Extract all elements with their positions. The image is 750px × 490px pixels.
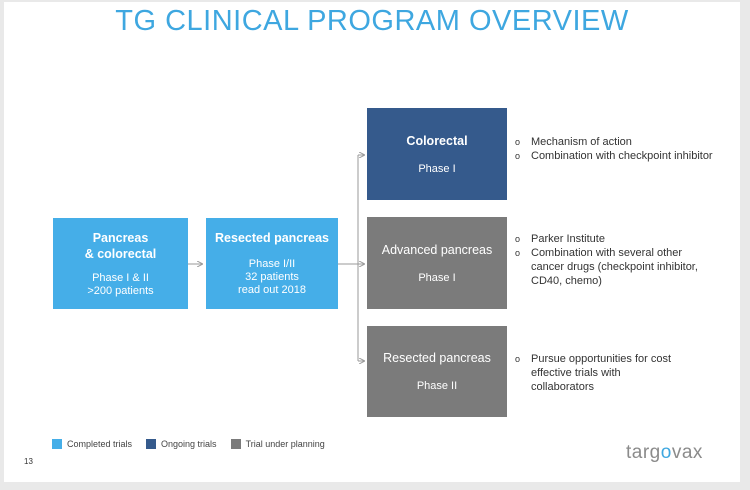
box-resected-pancreas-phase1-2: Resected pancreas Phase I/II 32 patients…	[206, 218, 338, 309]
bullet-marker: o	[515, 354, 521, 364]
legend-item-planning: Trial under planning	[230, 439, 325, 449]
box-pancreas-head: Pancreas & colorectal	[84, 230, 157, 261]
logo-text-accent: o	[660, 442, 672, 463]
targovax-logo: targovax	[626, 442, 703, 464]
box-colorectal-head: Colorectal	[406, 133, 468, 148]
bullet-item: o Combination with checkpoint inhibitor	[515, 149, 715, 163]
box-resected2-sub: Phase II	[416, 380, 458, 392]
bullet-item: o Mechanism of action	[515, 135, 715, 149]
box-pancreas-colorectal: Pancreas & colorectal Phase I & II >200 …	[53, 218, 188, 309]
connector-lines	[187, 2, 740, 482]
legend-item-ongoing: Ongoing trials	[146, 439, 217, 449]
box-resected1-head: Resected pancreas	[215, 231, 329, 245]
box-advanced-head: Advanced pancreas	[381, 242, 493, 257]
bullet-text: Parker Institute	[531, 233, 605, 245]
bullet-text: Combination with several other cancer dr…	[531, 247, 698, 287]
box-resected1-sub: Phase I/II 32 patients read out 2018	[238, 258, 306, 296]
box-resected-pancreas-phase2: Resected pancreas Phase II	[367, 326, 507, 417]
logo-text-pre: targ	[626, 442, 661, 463]
bullet-marker: o	[515, 248, 521, 258]
box-colorectal-sub: Phase I	[418, 162, 456, 175]
bullet-text: Combination with checkpoint inhibitor	[531, 150, 713, 162]
bullet-item: o Pursue opportunities for cost effective…	[515, 352, 685, 394]
bullet-text: Mechanism of action	[531, 136, 632, 148]
bullet-marker: o	[515, 137, 521, 147]
bullet-marker: o	[515, 151, 521, 161]
box-advanced-sub: Phase I	[418, 271, 456, 284]
bullets-resected-phase2: o Pursue opportunities for cost effective…	[515, 352, 685, 394]
legend-item-completed: Completed trials	[52, 439, 132, 449]
bullet-marker: o	[515, 234, 521, 244]
legend-swatch-planning	[230, 439, 241, 449]
box-advanced-pancreas: Advanced pancreas Phase I	[367, 217, 507, 309]
bullet-item: o Combination with several other cancer d…	[515, 246, 710, 288]
bullet-item: o Parker Institute	[515, 232, 710, 246]
box-pancreas-sub: Phase I & II >200 patients	[87, 271, 154, 297]
logo-text-post: vax	[671, 442, 703, 463]
legend-swatch-completed	[52, 439, 62, 449]
box-resected2-head: Resected pancreas	[383, 351, 491, 365]
page-number: 13	[24, 457, 33, 466]
legend-label: Trial under planning	[245, 439, 325, 449]
slide: TG CLINICAL PROGRAM OVERVIEW Pancreas & …	[4, 2, 740, 482]
bullet-text: Pursue opportunities for cost effective …	[531, 353, 672, 393]
box-colorectal: Colorectal Phase I	[367, 108, 507, 200]
legend: Completed trials Ongoing trials Trial un…	[52, 439, 339, 449]
legend-label: Completed trials	[67, 439, 133, 449]
legend-label: Ongoing trials	[161, 439, 217, 449]
legend-swatch-ongoing	[146, 439, 157, 449]
page-title: TG CLINICAL PROGRAM OVERVIEW	[115, 5, 629, 37]
